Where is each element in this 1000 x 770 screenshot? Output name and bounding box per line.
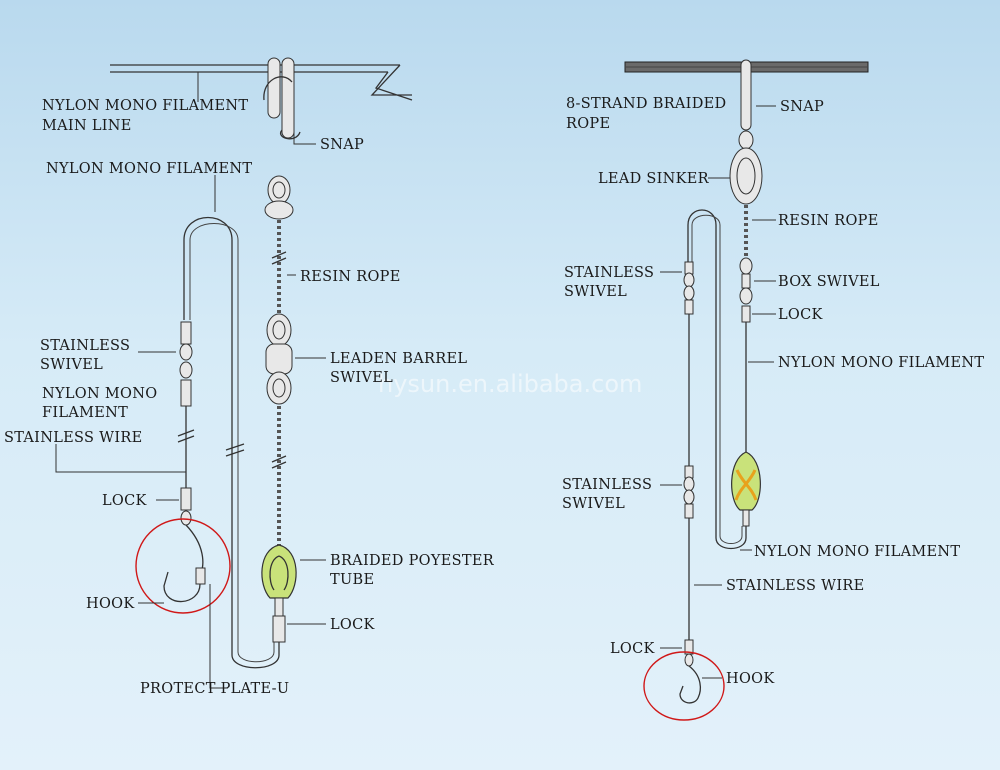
label-left-lock: LOCK [102,493,148,509]
label-right-sinker: LEAD SINKER [598,171,710,187]
label-left-swivel-2: SWIVEL [40,357,103,373]
label-right-box-swivel: BOX SWIVEL [778,274,880,290]
right-mono-loop [687,209,747,550]
right-stainless-swivel-b [683,465,695,519]
label-left-tube-2: TUBE [330,572,374,588]
label-main-line-2: MAIN LINE [42,118,132,134]
right-lock [741,305,751,323]
left-hook-highlight [135,518,231,614]
right-hook [679,653,701,704]
right-stainless-swivel-a [683,261,695,315]
left-lock [180,487,192,511]
left-snap [263,57,301,205]
label-left-mono-mid-1: NYLON MONO [42,386,157,402]
label-left-mono-mid-2: FILAMENT [42,405,128,421]
label-left-tube-1: BRAIDED POYESTER [330,553,495,569]
right-snap [738,59,754,150]
label-right-rope-2: ROPE [566,116,610,132]
left-braided-tube [261,544,297,643]
label-right-lock-bottom: LOCK [610,641,656,657]
left-resin-rope [264,200,294,545]
left-mono-loop [183,217,280,669]
label-right-swivel-a-1: STAINLESS [564,265,654,281]
left-barrel-swivel [265,313,293,405]
label-left-lock-right: LOCK [330,617,376,633]
label-right-swivel-a-2: SWIVEL [564,284,627,300]
label-left-hook: HOOK [86,596,135,612]
label-left-resin-rope: RESIN ROPE [300,269,401,285]
label-barrel-1: LEADEN BARREL [330,351,467,367]
left-main-line [110,64,413,101]
watermark: hysun.en.alibaba.com [378,370,642,398]
label-right-resin-rope: RESIN ROPE [778,213,879,229]
right-lead-sinker [729,147,763,205]
left-hook [163,510,206,603]
label-left-wire: STAINLESS WIRE [4,430,142,446]
label-right-snap: SNAP [780,99,824,115]
label-main-line-1: NYLON MONO FILAMENT [42,98,248,114]
label-left-snap: SNAP [320,137,364,153]
left-stainless-swivel [179,321,193,407]
label-right-swivel-b-2: SWIVEL [562,496,625,512]
left-mono-loop-inner [189,223,275,663]
label-right-swivel-b-1: STAINLESS [562,477,652,493]
label-right-rope-1: 8-STRAND BRAIDED [566,96,726,112]
label-right-hook: HOOK [726,671,775,687]
right-leaders [660,105,776,679]
label-right-mono: NYLON MONO FILAMENT [778,355,984,371]
label-right-wire: STAINLESS WIRE [726,578,864,594]
label-left-mono-top: NYLON MONO FILAMENT [46,161,252,177]
right-labels: 8-STRAND BRAIDED ROPE SNAP LEAD SINKER R… [562,96,984,687]
right-braided-tube [731,451,761,527]
left-assembly [110,57,413,669]
label-protect-plate: PROTECT PLATE-U [140,681,289,697]
label-left-swivel-1: STAINLESS [40,338,130,354]
right-hook-highlight [643,651,725,721]
left-leaders [55,72,326,689]
right-box-swivel [739,257,753,305]
label-right-mono-bottom: NYLON MONO FILAMENT [754,544,960,560]
label-barrel-2: SWIVEL [330,370,393,386]
right-assembly [624,59,869,721]
label-right-lock: LOCK [778,307,824,323]
left-labels: NYLON MONO FILAMENT MAIN LINE SNAP NYLON… [4,98,495,697]
